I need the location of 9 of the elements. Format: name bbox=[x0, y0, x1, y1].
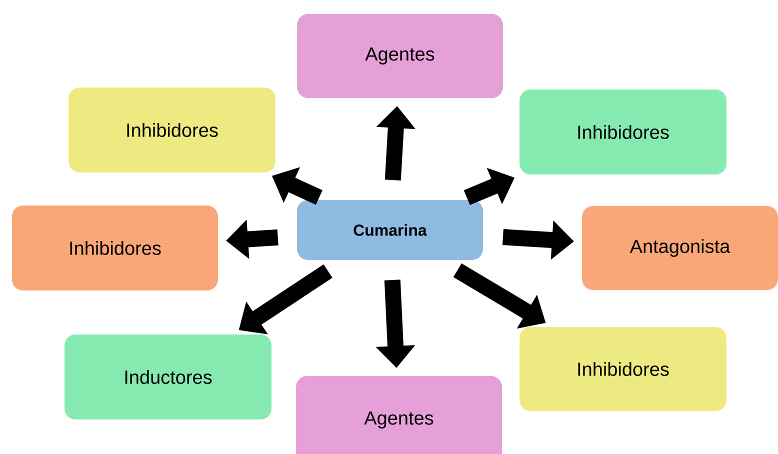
label-box: Antagonista bbox=[582, 206, 778, 290]
label-box: Agentes bbox=[297, 14, 503, 98]
label-box: Inhibidores bbox=[68, 88, 276, 172]
label-box: Inhibidores bbox=[520, 327, 726, 411]
label-box: Agentes bbox=[296, 376, 502, 454]
label-box: Cumarina bbox=[297, 200, 483, 260]
label-box: Inhibidores bbox=[12, 206, 218, 290]
label-box: Inductores bbox=[64, 334, 272, 420]
label-box: Inhibidores bbox=[520, 90, 726, 174]
